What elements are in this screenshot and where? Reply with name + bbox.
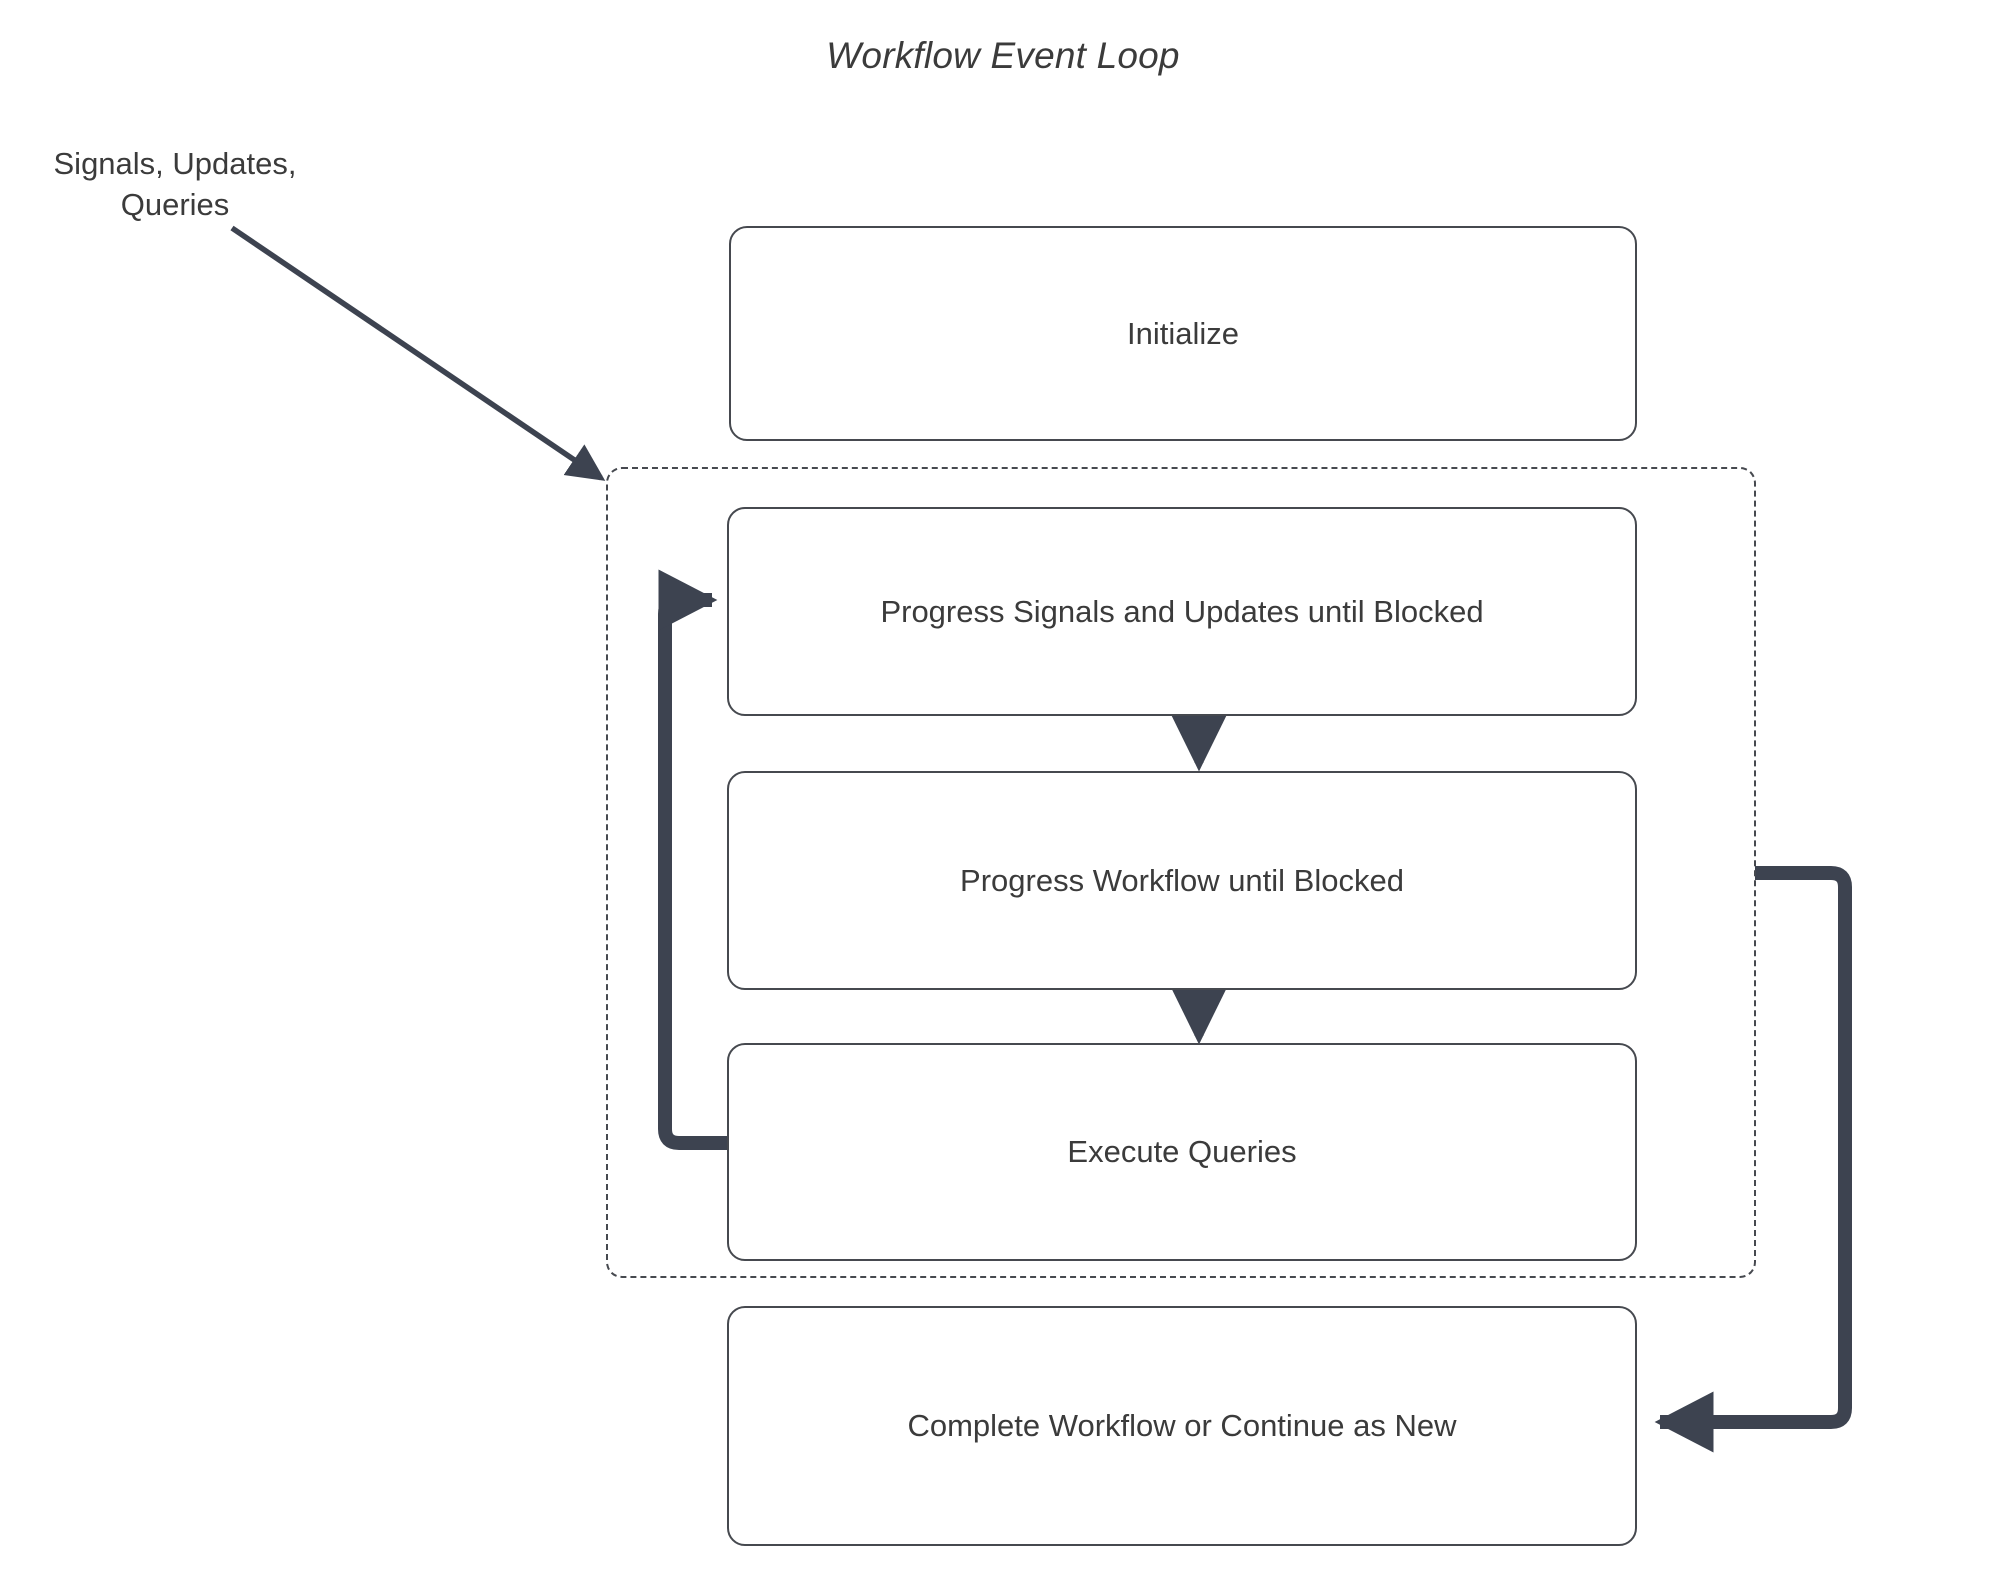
node-progress-signals-label: Progress Signals and Updates until Block…	[880, 593, 1484, 629]
node-execute-queries-label: Execute Queries	[1067, 1134, 1297, 1169]
edge-signals-to-loop	[230, 225, 606, 481]
node-progress-workflow[interactable]: Progress Workflow until Blocked	[727, 771, 1637, 990]
node-progress-signals-and-updates[interactable]: Progress Signals and Updates until Block…	[727, 507, 1637, 716]
event-loop-group-boundary	[606, 467, 1756, 1278]
edge-loop-to-complete	[1654, 866, 1852, 1453]
node-progress-workflow-label: Progress Workflow until Blocked	[960, 862, 1404, 898]
node-complete-label: Complete Workflow or Continue as New	[907, 1408, 1457, 1443]
edge-queries-back-to-signals	[658, 569, 728, 1150]
node-complete-workflow-or-continue-as-new[interactable]: Complete Workflow or Continue as New	[727, 1306, 1637, 1546]
node-execute-queries[interactable]: Execute Queries	[727, 1043, 1637, 1261]
node-initialize-label: Initialize	[1127, 315, 1239, 351]
node-initialize[interactable]: Initialize	[729, 226, 1637, 441]
page-title: Workflow Event Loop	[826, 35, 1180, 76]
external-input-label: Signals, Updates, Queries	[53, 146, 297, 222]
